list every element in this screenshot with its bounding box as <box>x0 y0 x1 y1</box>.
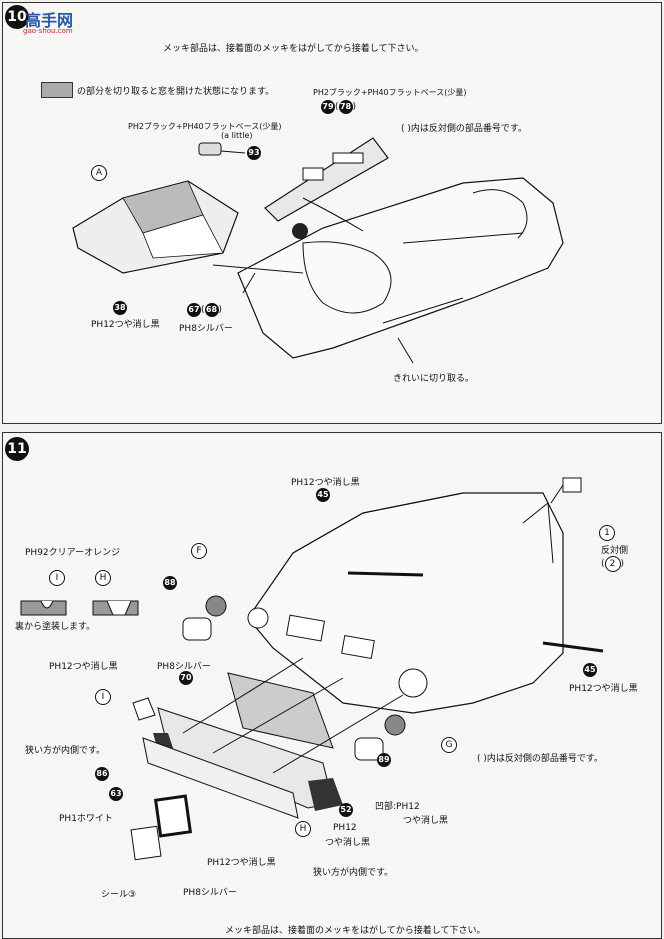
step-number: 11 <box>5 437 29 461</box>
watermark-logo: 高手网 <box>25 11 74 30</box>
paint-silver-bottom: PH8シルバー <box>183 888 237 898</box>
part-78-marker: 78 <box>338 100 353 114</box>
part-52-marker: 52 <box>339 803 353 817</box>
paint-79-label: PH2ブラック+PH40フラットベース(少量) <box>313 88 467 97</box>
paint-silver: PH8シルバー <box>157 662 211 672</box>
paint-67-label: PH8シルバー <box>179 324 233 334</box>
part-86-marker: 86 <box>95 767 109 781</box>
paint-93-label: PH2ブラック+PH40フラットベース(少量) <box>128 122 282 131</box>
paint-white: PH1ホワイト <box>59 814 113 824</box>
plating-note: メッキ部品は、接着面のメッキをはがしてから接着して下さい。 <box>163 44 424 54</box>
part-89-marker: 89 <box>377 753 391 767</box>
narrow-inside-note: 狭い方が内側です。 <box>25 746 106 756</box>
step-10-panel: 10 高手网 gao-shou.com メッキ部品は、接着面のメッキをはがしてか… <box>2 2 662 424</box>
paint-45-top: PH12つや消し黒 <box>291 478 360 488</box>
paint-52b: つや消し黒 <box>325 838 371 848</box>
parts-67-68: 67(68) <box>187 303 223 317</box>
plating-note-bottom: メッキ部品は、接着面のメッキをはがしてから接着して下さい。 <box>225 926 486 936</box>
step-number: 10 <box>5 5 29 29</box>
part-1-marker: 1 <box>599 525 615 541</box>
step-11-drawing <box>20 477 604 861</box>
paint-38-label: PH12つや消し黒 <box>91 320 160 330</box>
part-38-marker: 38 <box>113 301 127 315</box>
part-h2-marker: H <box>295 821 311 837</box>
part-i-marker: I <box>49 570 65 586</box>
back-paint-note: 裏から塗装します。 <box>15 622 96 632</box>
part-45-marker: 45 <box>316 488 330 502</box>
seal-label: シール③ <box>101 890 137 900</box>
opposite-side-note-2: ( )内は反対側の部品番号です。 <box>477 754 603 764</box>
part-67-marker: 67 <box>187 303 201 317</box>
part-2-marker: (2) <box>601 556 624 572</box>
part-68-marker: 68 <box>204 303 219 317</box>
part-g-marker: G <box>441 737 457 753</box>
watermark-url: gao-shou.com <box>23 27 73 35</box>
part-a-marker: A <box>91 165 107 181</box>
cut-clean-note: きれいに切り取る。 <box>393 374 475 384</box>
part-93-marker: 93 <box>247 146 261 160</box>
opposite-side-label: 反対側 <box>601 546 629 556</box>
step-11-panel: 11 PH12つや消し黒 45 1 反対側 (2) PH92クリアーオレンジ I… <box>2 432 662 939</box>
cut-area-swatch <box>41 82 73 98</box>
concave-label: 凹部:PH12 <box>375 802 420 812</box>
paint-black-bottom: PH12つや消し黒 <box>207 858 276 868</box>
cut-note: の部分を切り取ると窓を開けた状態になります。 <box>77 87 275 97</box>
concave-label-2: つや消し黒 <box>403 816 449 826</box>
parts-79-78: 79(78) <box>321 100 357 114</box>
step-10-drawing <box>72 137 564 364</box>
part-70-marker: 70 <box>179 671 193 685</box>
a-little-label: (a little) <box>221 131 253 140</box>
part-f-marker: F <box>191 543 207 559</box>
part-h-marker: H <box>95 570 111 586</box>
part-i2-marker: I <box>95 689 111 705</box>
opposite-side-note: ( )内は反対側の部品番号です。 <box>401 124 527 134</box>
clear-orange-label: PH92クリアーオレンジ <box>25 548 121 558</box>
part-63-marker: 63 <box>109 787 123 801</box>
part-45b-marker: 45 <box>583 663 597 677</box>
part-79-marker: 79 <box>321 100 335 114</box>
paint-black-left: PH12つや消し黒 <box>49 662 118 672</box>
narrow-inside-note-2: 狭い方が内側です。 <box>313 868 394 878</box>
paint-52: PH12 <box>333 823 357 833</box>
part-88-marker: 88 <box>163 576 177 590</box>
paint-45-right: PH12つや消し黒 <box>569 684 638 694</box>
